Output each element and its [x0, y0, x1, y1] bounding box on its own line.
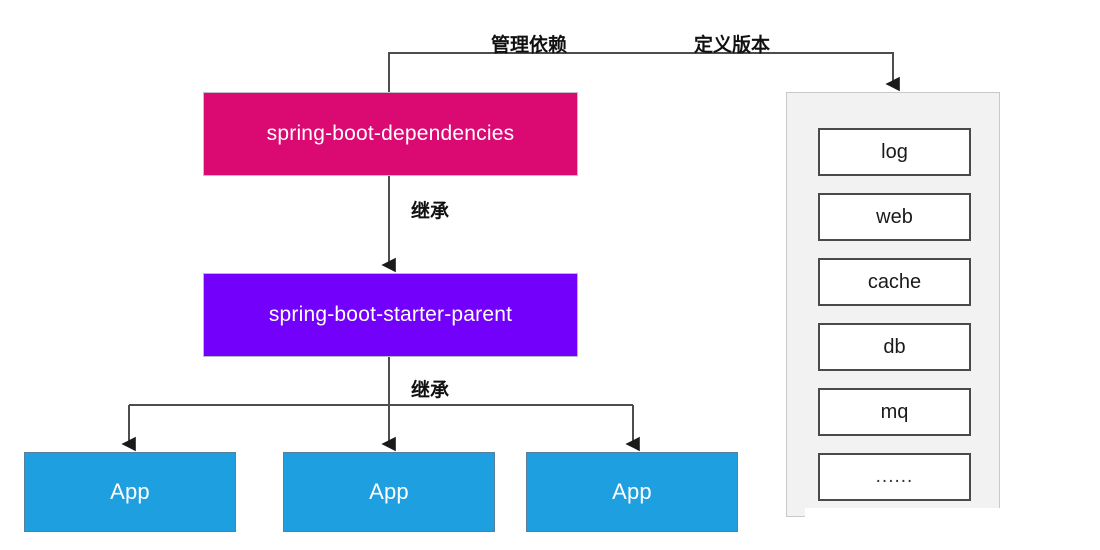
starters-panel: log web cache db mq ......	[786, 92, 1000, 517]
node-app-2[interactable]: App	[283, 452, 495, 532]
node-app-3[interactable]: App	[526, 452, 738, 532]
node-spring-boot-dependencies[interactable]: spring-boot-dependencies	[203, 92, 578, 176]
edge-manage-dependencies	[388, 52, 900, 92]
panel-item-more[interactable]: ......	[818, 453, 971, 501]
panel-corner-mask	[805, 508, 1100, 550]
panel-item-web[interactable]: web	[818, 193, 971, 241]
edge-label-define-version: 定义版本	[694, 35, 771, 56]
edge-label-inherit-bottom: 继承	[411, 380, 450, 401]
node-app-1[interactable]: App	[24, 452, 236, 532]
panel-item-cache[interactable]: cache	[818, 258, 971, 306]
panel-item-db[interactable]: db	[818, 323, 971, 371]
edge-label-manage-dependencies: 管理依赖	[491, 35, 568, 56]
edge-label-inherit-top: 继承	[411, 201, 450, 222]
node-spring-boot-starter-parent[interactable]: spring-boot-starter-parent	[203, 273, 578, 357]
panel-item-mq[interactable]: mq	[818, 388, 971, 436]
panel-item-log[interactable]: log	[818, 128, 971, 176]
